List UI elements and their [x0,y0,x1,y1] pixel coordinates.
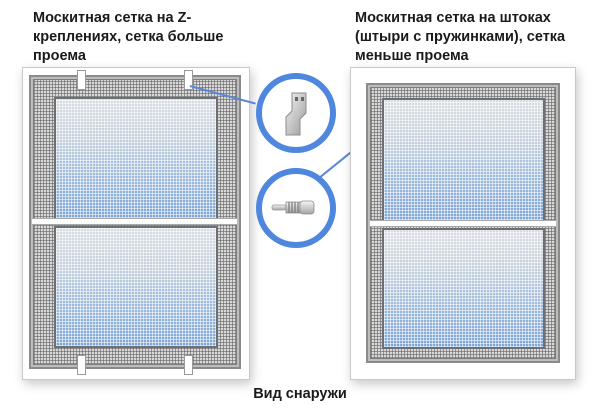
right-window-glass-upper [382,98,545,222]
z-bracket-icon [285,92,307,136]
left-window-glass-upper [54,97,218,220]
z-clip-top-left [77,70,86,90]
left-window-glass-lower [54,226,218,348]
right-panel-title: Москитная сетка на штоках (штыри с пружи… [355,10,566,64]
left-panel-title: Москитная сетка на Z-креплениях, сетка б… [33,10,224,64]
z-clip-bottom-right [184,355,193,375]
right-window-meeting-rail [370,220,556,227]
left-window-meeting-rail [32,218,237,225]
z-bracket-callout [256,73,336,153]
spring-pin-callout [256,168,336,248]
view-caption: Вид снаружи [253,386,347,402]
z-clip-top-right [184,70,193,90]
spring-pin-icon [271,200,315,215]
right-window-glass-lower [382,228,545,349]
z-clip-bottom-left [77,355,86,375]
